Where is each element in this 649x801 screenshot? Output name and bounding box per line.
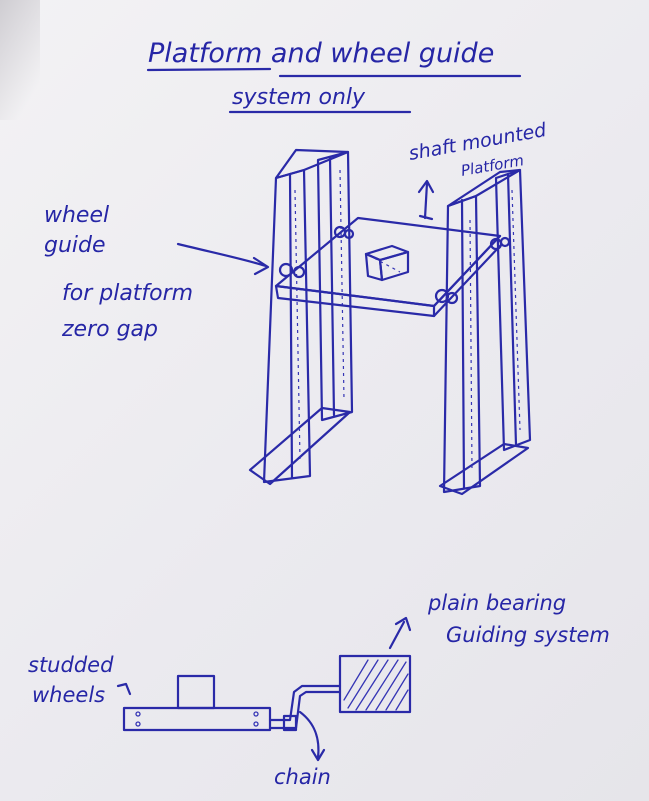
shaft-mounted-platform [274, 216, 502, 318]
side-view-base [122, 674, 272, 732]
title-underline-1a [146, 67, 272, 72]
chain-arrow [298, 710, 326, 762]
plain-bearing-label-2: Guiding system [446, 623, 610, 647]
guide-wheels [278, 225, 511, 305]
frame-right-column [438, 168, 532, 496]
studded-arrow [116, 682, 132, 696]
wheel-guide-arrow [176, 242, 270, 276]
load-cube [364, 244, 410, 282]
wheel-guide-label-1: wheel [44, 203, 109, 228]
paper-fold-shadow [0, 0, 40, 120]
frame-left-column [248, 148, 354, 486]
shaft-mounted-label-2: Platform [460, 151, 526, 180]
wheel-guide-label-2: guide [44, 233, 106, 258]
chain-label: chain [274, 765, 331, 789]
side-view-connector [268, 684, 342, 732]
plain-bearing-label-1: plain bearing [427, 591, 566, 615]
wheel-guide-label-4: zero gap [61, 317, 158, 342]
plain-bearing-arrow [388, 616, 412, 650]
studded-label-1: studded [28, 653, 114, 677]
studded-label-2: wheels [32, 683, 105, 707]
title-line-2: system only [232, 85, 366, 110]
plain-bearing-block [338, 654, 412, 714]
wheel-guide-label-3: for platform [62, 281, 193, 306]
title-line-1: Platform and wheel guide [148, 38, 494, 69]
shaft-arrow [417, 179, 435, 221]
